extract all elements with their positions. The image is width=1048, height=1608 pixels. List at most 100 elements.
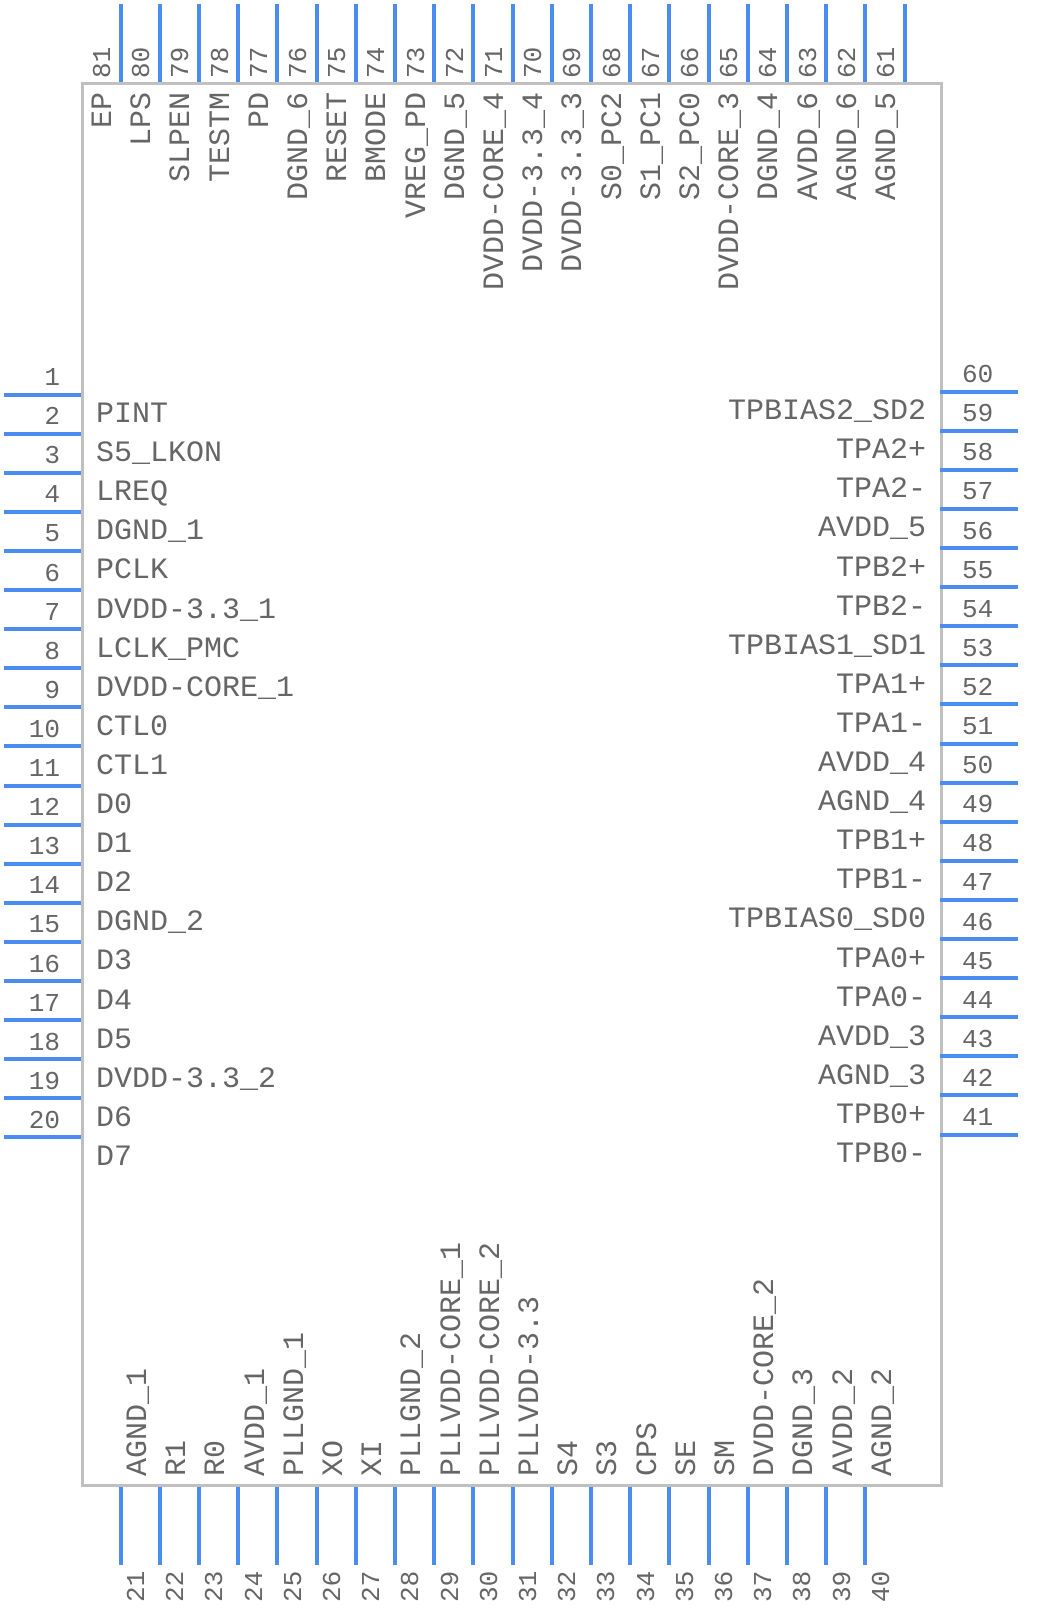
pin-name: DVDD-3.3_1 — [96, 593, 277, 628]
pin-name: TPBIAS1_SD1 — [727, 629, 926, 664]
pin-number: 16 — [28, 949, 60, 980]
pin-number: 45 — [962, 946, 994, 977]
pin-number: 42 — [962, 1063, 994, 1094]
pin-name: DGND_1 — [96, 515, 205, 550]
pin-lead — [4, 1018, 81, 1023]
pin-number: 23 — [200, 1570, 231, 1602]
pin-lead — [940, 624, 1018, 629]
pin-name: PINT — [96, 398, 169, 432]
pin-number: 70 — [519, 46, 550, 78]
pin-number: 31 — [514, 1570, 544, 1602]
pin-name: XI — [357, 1439, 392, 1476]
pin-name: TPB2- — [835, 590, 926, 625]
pin-name: AGND_3 — [817, 1059, 926, 1094]
pin-number: 19 — [28, 1066, 60, 1097]
pin-lead — [940, 780, 1018, 785]
pin-number: 29 — [435, 1570, 466, 1602]
pin-name: DVDD-CORE_2 — [749, 1277, 784, 1476]
pin-lead — [628, 4, 633, 82]
pin-lead — [549, 4, 554, 82]
pin-name: CTL1 — [96, 749, 169, 784]
pin-name: AVDD_5 — [817, 512, 926, 547]
pin-name: D0 — [96, 789, 133, 823]
pin-lead — [236, 4, 241, 82]
pin-lead — [940, 1093, 1018, 1098]
pin-name: TPA2+ — [835, 434, 926, 469]
pin-number: 22 — [161, 1570, 192, 1602]
pin-name: TESTM — [204, 92, 239, 183]
pin-name: RESET — [322, 92, 357, 183]
pin-lead — [4, 861, 81, 866]
pin-number: 61 — [872, 46, 902, 78]
pin-number: 81 — [88, 46, 118, 78]
pin-number: 26 — [318, 1570, 348, 1602]
pin-lead — [471, 4, 476, 82]
pin-lead — [196, 4, 201, 82]
pin-number: 51 — [962, 712, 994, 742]
pin-number: 68 — [597, 46, 628, 78]
pin-number: 80 — [127, 46, 158, 78]
pin-number: 41 — [962, 1103, 994, 1133]
pin-name: PLLVDD-CORE_1 — [435, 1241, 470, 1476]
pin-number: 15 — [28, 910, 60, 941]
pin-number: 49 — [962, 790, 994, 821]
pin-number: 53 — [962, 633, 994, 664]
pin-number: 12 — [28, 793, 60, 824]
pin-lead — [4, 1096, 81, 1101]
pin-number: 58 — [962, 438, 994, 469]
pin-name: DGND_6 — [283, 92, 317, 201]
pin-lead — [824, 1487, 829, 1565]
pin-number: 18 — [28, 1027, 60, 1058]
pin-lead — [4, 392, 81, 397]
pin-lead — [745, 4, 750, 82]
pin-lead — [940, 976, 1018, 981]
pin-name: DVDD-CORE_1 — [96, 671, 295, 706]
pin-number: 77 — [244, 46, 275, 78]
pin-number: 56 — [962, 516, 994, 547]
pin-name: AVDD_3 — [817, 1020, 926, 1055]
pin-lead — [940, 663, 1018, 668]
pin-lead — [706, 1487, 711, 1565]
pin-name: TPA0- — [835, 981, 926, 1016]
pin-lead — [940, 585, 1018, 590]
pin-name: TPB0+ — [835, 1098, 926, 1133]
pin-number: 74 — [362, 46, 393, 78]
pin-lead — [784, 1487, 789, 1565]
pin-lead — [510, 1487, 515, 1565]
pin-name: S4 — [553, 1439, 588, 1476]
pin-lead — [4, 666, 81, 671]
pin-lead — [4, 705, 81, 710]
pin-lead — [275, 4, 280, 82]
pin-name: D4 — [96, 984, 133, 1019]
pin-lead — [118, 4, 123, 82]
pin-name: LCLK_PMC — [96, 632, 241, 667]
pin-name: DGND_4 — [753, 92, 788, 201]
pin-lead — [588, 4, 593, 82]
pin-lead — [4, 822, 81, 827]
pin-name: PD — [243, 92, 278, 129]
pin-lead — [392, 4, 397, 82]
pin-name: VREG_PD — [400, 92, 435, 219]
pin-name: DVDD-CORE_4 — [479, 92, 513, 291]
pin-number: 35 — [670, 1570, 701, 1602]
pin-name: DVDD-3.3_3 — [557, 92, 592, 273]
pin-lead — [4, 431, 81, 436]
pin-lead — [940, 1015, 1018, 1020]
pin-number: 25 — [278, 1570, 309, 1602]
pin-lead — [940, 546, 1018, 550]
pin-number: 14 — [28, 871, 60, 902]
pin-lead — [157, 1487, 162, 1565]
pin-number: 21 — [122, 1570, 152, 1602]
pin-name: AGND_5 — [871, 92, 905, 201]
pin-number: 24 — [239, 1570, 270, 1602]
pin-lead — [4, 548, 81, 553]
pin-lead — [667, 1487, 672, 1565]
pin-number: 20 — [28, 1105, 60, 1136]
pin-number: 34 — [631, 1570, 662, 1602]
pin-lead — [940, 897, 1018, 902]
pin-lead — [940, 858, 1018, 863]
pin-number: 3 — [44, 441, 60, 472]
pin-name: DVDD-3.3_4 — [518, 92, 553, 273]
pin-number: 8 — [44, 636, 60, 667]
